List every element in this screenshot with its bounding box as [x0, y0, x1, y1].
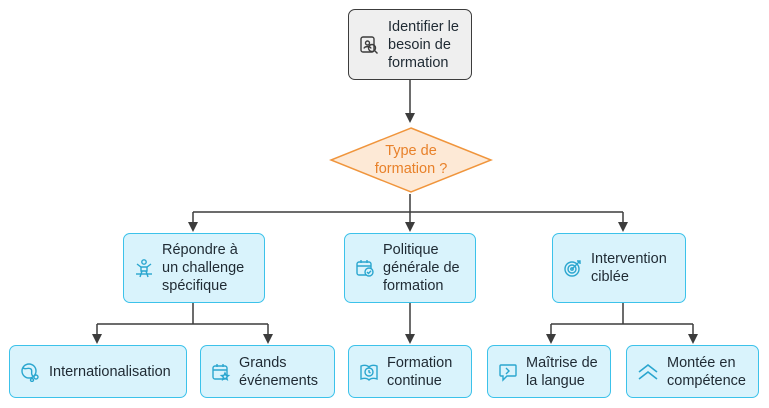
book-clock-icon: [358, 362, 380, 382]
decision-label: Type de formation ?: [374, 143, 448, 177]
leaf-label-events: Grands événements: [239, 354, 318, 389]
start-node-label: Identifier le besoin de formation: [388, 18, 459, 71]
leaf-node-skills: Montée en compétence: [626, 345, 759, 398]
branch-label-challenge: Répondre à un challenge spécifique: [162, 242, 245, 294]
calendar-star-icon: [210, 362, 232, 382]
search-person-icon: [358, 35, 380, 55]
branch-node-challenge: Répondre à un challenge spécifique: [123, 233, 265, 303]
calendar-check-icon: [354, 258, 376, 278]
leaf-label-language: Maîtrise de la langue: [526, 354, 598, 389]
leaf-node-continuing: Formation continue: [348, 345, 472, 398]
leaf-node-internationalisation: Internationalisation: [9, 345, 187, 398]
connector-branch-1-bus: [97, 303, 268, 325]
decision-node: Type de formation ?: [328, 126, 494, 194]
leaf-label-internationalisation: Internationalisation: [49, 363, 171, 380]
leaf-label-skills: Montée en compétence: [667, 354, 746, 389]
branch-label-policy: Politique générale de formation: [383, 242, 460, 294]
decision-diamond-shape: [328, 127, 494, 193]
chevrons-up-icon: [636, 362, 660, 382]
leaf-label-continuing: Formation continue: [387, 354, 453, 389]
leaf-node-language: Maîtrise de la langue: [487, 345, 611, 398]
branch-node-targeted: Intervention ciblée: [552, 233, 686, 303]
connector-decision-bus: [193, 194, 623, 213]
target-icon: [562, 258, 584, 278]
start-node: Identifier le besoin de formation: [348, 9, 472, 80]
connector-branch-3-bus: [551, 303, 693, 325]
person-challenge-icon: [133, 258, 155, 278]
leaf-node-events: Grands événements: [200, 345, 335, 398]
branch-node-policy: Politique générale de formation: [344, 233, 476, 303]
globe-network-icon: [19, 362, 41, 382]
speech-bubble-icon: [497, 362, 519, 382]
branch-label-targeted: Intervention ciblée: [591, 251, 667, 285]
